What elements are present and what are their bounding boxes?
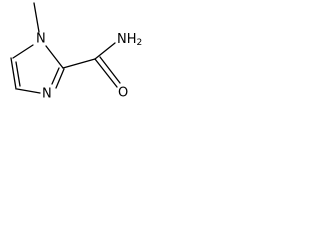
bond-n3-c2-inner (51, 67, 60, 85)
bond-carbonyl-nh2 (94, 42, 116, 60)
bond-c5-c4-inner (15, 61, 21, 87)
atom-n3-label: N (42, 87, 52, 102)
bond-c2-n1 (45, 45, 64, 69)
bond-carbonyl-o (94, 58, 118, 88)
atom-o-label: O (118, 86, 128, 101)
atom-n1-label: N (36, 32, 46, 47)
bond-methyl-n1 (33, 2, 40, 33)
chemical-structure: N N NH2 O (10, 2, 142, 102)
bond-n1-c5 (12, 44, 34, 59)
bond-carbonyl-o-inner (99, 56, 121, 84)
bond-c2-carbonyl (62, 58, 96, 69)
atom-nh2-label: NH2 (117, 32, 142, 49)
bond-c5-c4 (10, 57, 17, 90)
bond-n3-c2 (55, 68, 65, 89)
bond-c4-n3 (16, 88, 41, 94)
